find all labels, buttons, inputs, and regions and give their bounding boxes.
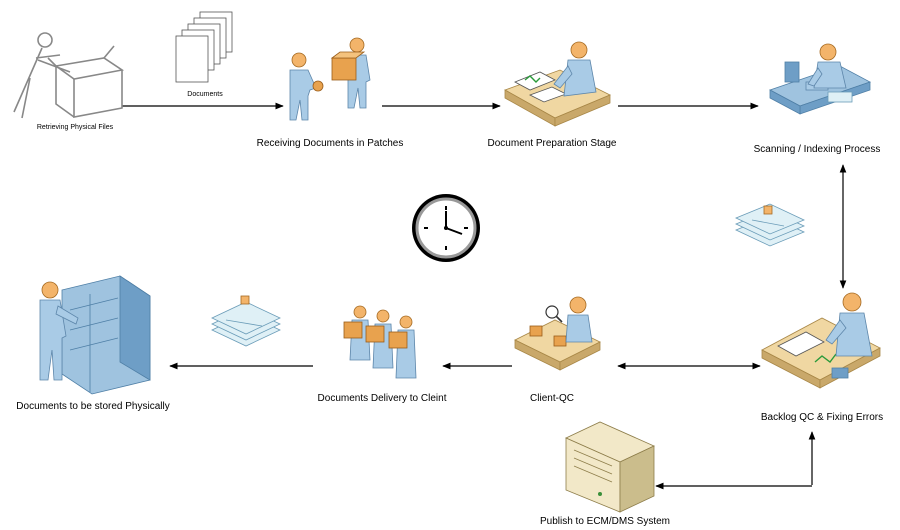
person-at-scanner-workstation-icon — [769, 43, 871, 115]
people-carrying-boxes-icon — [343, 305, 417, 379]
person-at-qc-desk-icon — [761, 292, 881, 389]
receiving-label: Receiving Documents in Patches — [257, 138, 404, 149]
scanning-label: Scanning / Indexing Process — [754, 144, 881, 155]
stored-label: Documents to be stored Physically — [16, 401, 169, 412]
person-inspecting-conveyor-icon — [514, 296, 601, 371]
documents-label: Documents — [187, 91, 223, 98]
delivery-label: Documents Delivery to Cleint — [318, 393, 447, 404]
people-handing-box-icon — [289, 37, 371, 121]
server-icon — [565, 421, 655, 513]
person-at-filing-racks-icon — [39, 275, 151, 395]
clock-icon — [412, 194, 480, 262]
scanned-documents-icon — [735, 203, 805, 247]
person-lifting-box-icon — [13, 32, 125, 119]
backlog-qc-label: Backlog QC & Fixing Errors — [761, 412, 883, 423]
client-qc-label: Client-QC — [530, 393, 574, 404]
preparation-label: Document Preparation Stage — [488, 138, 617, 149]
document-stack-icon — [175, 11, 233, 83]
delivered-documents-icon — [211, 295, 281, 347]
person-at-desk-icon — [504, 41, 611, 127]
retrieving-label: Retrieving Physical Files — [37, 124, 114, 131]
publish-label: Publish to ECM/DMS System — [540, 516, 670, 527]
